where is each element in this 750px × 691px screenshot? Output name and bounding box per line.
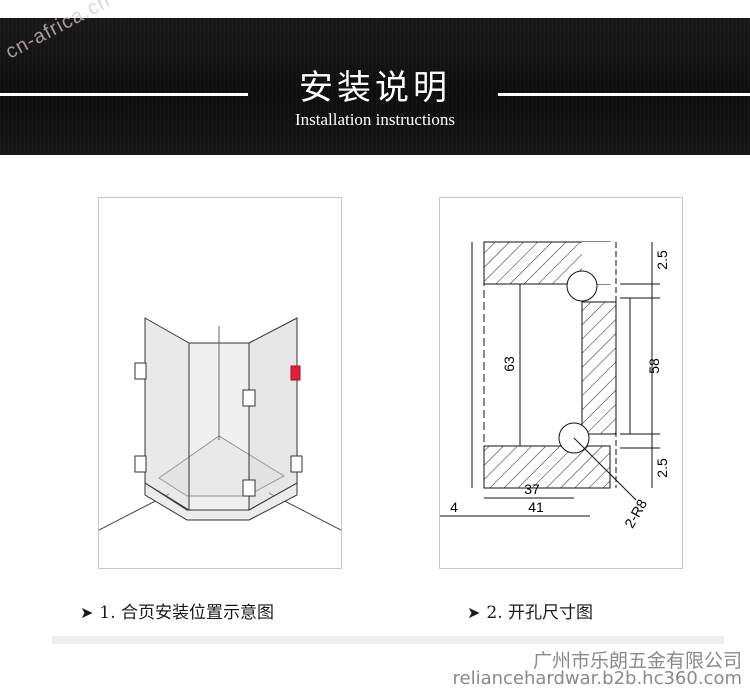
dim-label-37: 37 bbox=[524, 481, 540, 497]
dim-label-bottom: 2.5 bbox=[654, 458, 670, 478]
arrow-icon: ➤ bbox=[467, 603, 481, 622]
hinge-icon bbox=[134, 455, 147, 473]
caption-text: 2. 开孔尺寸图 bbox=[486, 603, 594, 623]
shower-enclosure-diagram bbox=[98, 317, 342, 531]
dim-label-58: 58 bbox=[646, 358, 662, 374]
hatched-bottom bbox=[483, 445, 611, 489]
hole-dimension-diagram: 2.5 2.5 63 58 37 41 4 2-R8 bbox=[440, 241, 670, 531]
hinge-position-panel bbox=[98, 197, 342, 569]
figure-caption-2: ➤ 2. 开孔尺寸图 bbox=[467, 598, 593, 623]
dim-label-4: 4 bbox=[450, 499, 458, 515]
header-texture bbox=[0, 18, 750, 155]
hole-dimension-panel: 2.5 2.5 63 58 37 41 4 2-R8 bbox=[439, 197, 683, 569]
hinge-icon bbox=[242, 389, 256, 407]
header-rule-right bbox=[498, 93, 750, 96]
top-radius-circle bbox=[566, 270, 598, 302]
hinge-icon bbox=[134, 362, 147, 380]
page-subtitle: Installation instructions bbox=[294, 110, 456, 129]
glass-panel-right bbox=[248, 317, 298, 511]
glass-panel-left bbox=[144, 317, 190, 511]
hatched-right bbox=[581, 301, 617, 435]
page-title: 安装说明 bbox=[299, 68, 451, 108]
hinge-icon bbox=[290, 455, 303, 473]
hinge-icon bbox=[242, 479, 256, 497]
dim-label-top: 2.5 bbox=[654, 250, 670, 270]
company-name: 广州市乐朗五金有限公司 bbox=[532, 650, 742, 672]
radius-leader bbox=[573, 437, 637, 501]
header-rule-left bbox=[0, 93, 248, 96]
handle-icon bbox=[290, 365, 301, 381]
bottom-divider bbox=[52, 636, 724, 644]
dim-label-41: 41 bbox=[528, 499, 544, 515]
dim-label-radius: 2-R8 bbox=[621, 496, 650, 530]
caption-text: 1. 合页安装位置示意图 bbox=[99, 603, 275, 623]
header-band: 安装说明 Installation instructions bbox=[0, 18, 750, 155]
arrow-icon: ➤ bbox=[80, 603, 94, 622]
company-site: reliancehardwar.b2b.hc360.com bbox=[452, 668, 742, 689]
dim-label-63: 63 bbox=[501, 356, 517, 372]
figure-caption-1: ➤ 1. 合页安装位置示意图 bbox=[80, 598, 274, 623]
